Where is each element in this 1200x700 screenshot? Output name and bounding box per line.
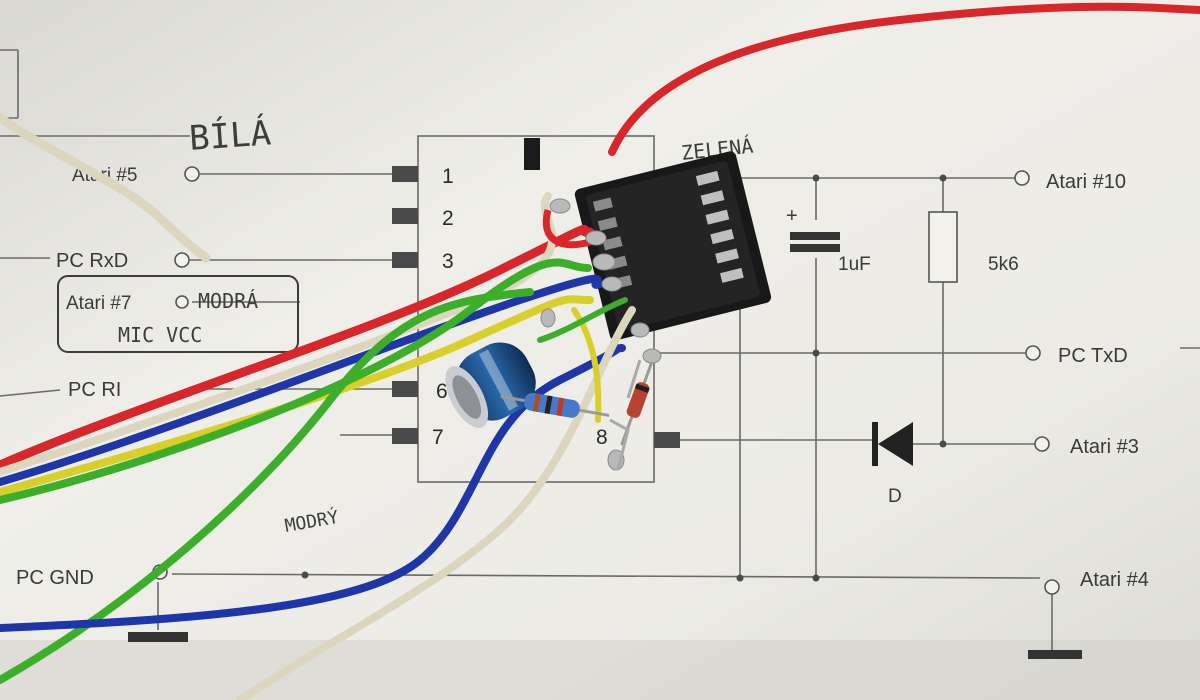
svg-text:+: + xyxy=(786,205,798,227)
label-pc-ri: PC RI xyxy=(68,379,121,401)
handwritten-bila: BÍLÁ xyxy=(188,112,273,159)
junction-dots xyxy=(301,174,947,582)
solder-joints xyxy=(540,198,662,471)
red-wire-main xyxy=(0,224,595,470)
capacitor-value: 1uF xyxy=(838,254,871,275)
green-wire-short xyxy=(537,297,628,343)
capacitor-symbol: + xyxy=(786,205,840,252)
label-atari-10: Atari #10 xyxy=(1046,171,1126,193)
label-pc-rxd: PC RxD xyxy=(56,250,128,272)
bottom-shadow xyxy=(0,640,1200,700)
pin-number-2: 2 xyxy=(442,207,454,230)
green-wire-lower xyxy=(0,288,534,684)
resistor-value: 5k6 xyxy=(988,254,1019,275)
component-leads xyxy=(609,359,642,471)
electrolytic-capacitor xyxy=(445,342,536,428)
axial-resistor xyxy=(500,392,610,418)
white-wire-main xyxy=(0,192,557,476)
label-atari-3: Atari #3 xyxy=(1070,436,1139,458)
label-atari-7: Atari #7 xyxy=(66,293,131,314)
yellow-wire-main xyxy=(0,295,594,496)
pin-number-1: 1 xyxy=(442,165,454,188)
label-pc-gnd: PC GND xyxy=(16,567,94,589)
ground-symbol-right xyxy=(1028,650,1082,659)
pin-number-7: 7 xyxy=(432,426,444,449)
red-wire-loop xyxy=(542,209,591,249)
schematic-lines xyxy=(0,49,1200,650)
diode-label: D xyxy=(888,486,902,507)
handwritten-mic-vcc: MIC VCC xyxy=(118,323,202,347)
pin-number-3: 3 xyxy=(442,250,454,273)
pin-number-8: 8 xyxy=(596,426,608,449)
red-wire-top xyxy=(608,2,1200,156)
ground-symbol-left xyxy=(128,632,188,642)
white-wire-left xyxy=(0,111,211,263)
handwritten-box xyxy=(57,275,299,353)
diode-symbol xyxy=(872,422,913,466)
ic-pin-pads xyxy=(392,138,680,448)
pin-number-6: 6 xyxy=(436,380,448,403)
resistor-symbol xyxy=(928,211,958,283)
label-atari-4: Atari #4 xyxy=(1080,569,1149,591)
green-wire-main xyxy=(0,258,592,504)
ic-socket xyxy=(574,151,772,341)
handwritten-modra: MODRÁ xyxy=(198,289,258,313)
label-pc-txd: PC TxD xyxy=(1058,345,1128,367)
